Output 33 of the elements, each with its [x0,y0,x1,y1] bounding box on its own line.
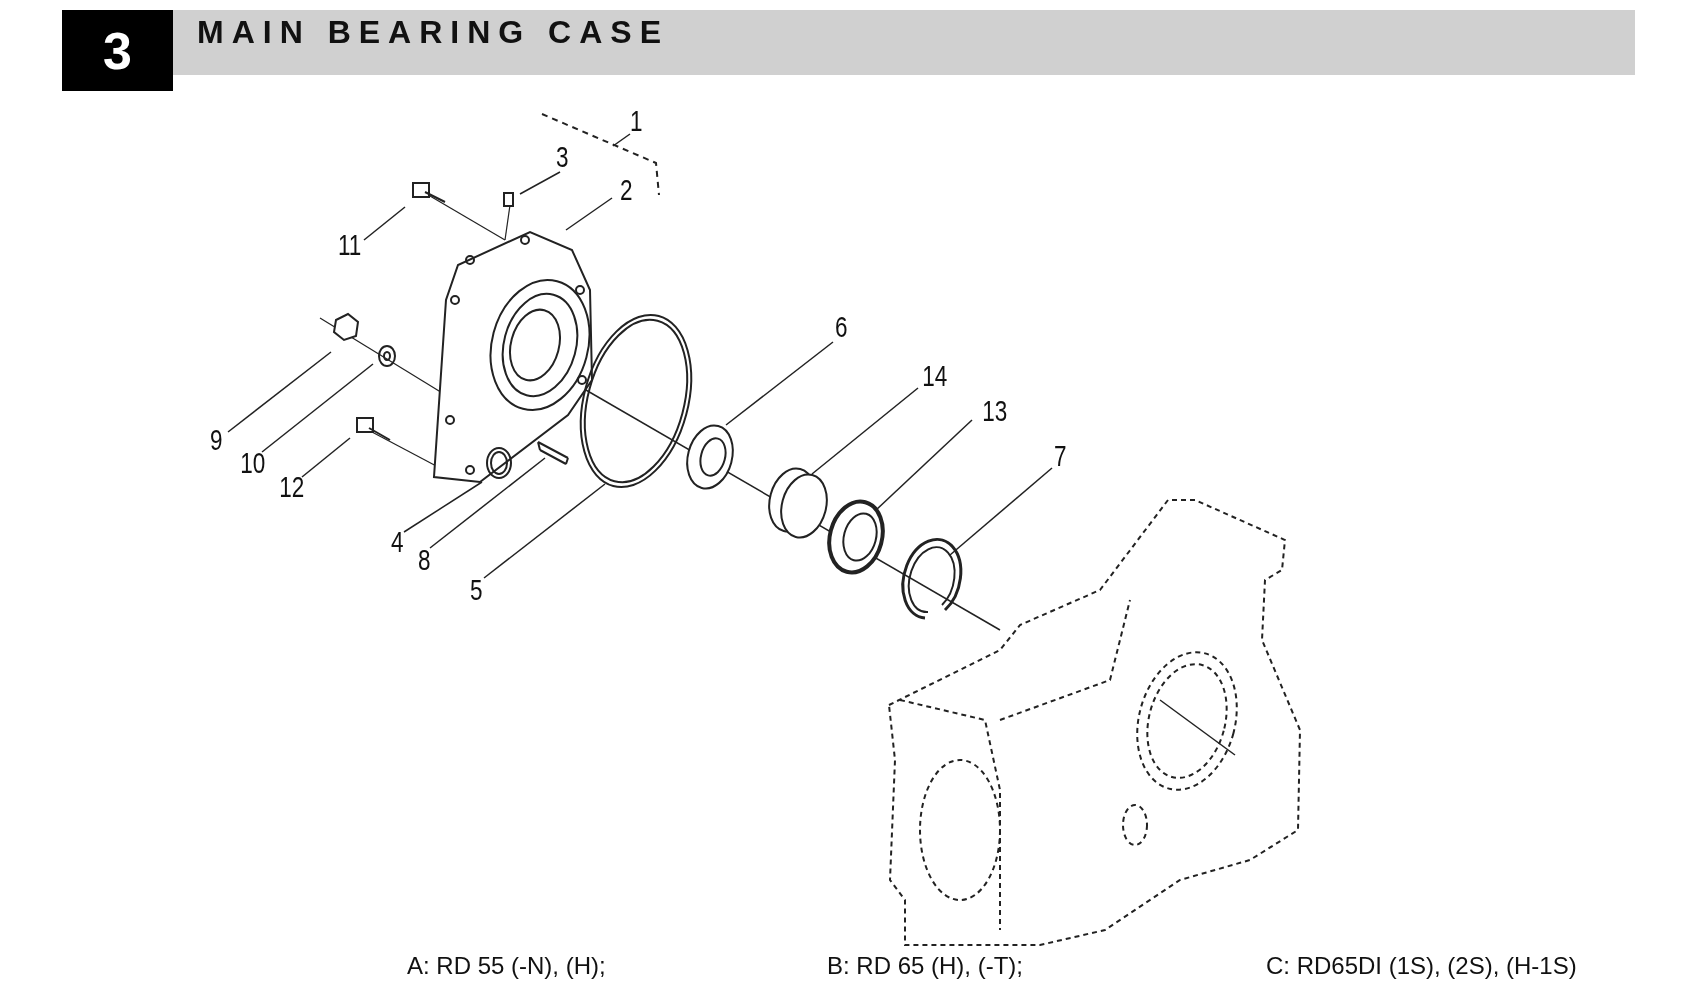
leader-line [429,457,546,549]
leader-line [261,363,374,453]
callout-number: 3 [556,142,569,172]
callout-number: 8 [418,545,431,575]
leader-line [565,197,613,231]
model-note: B: RD 65 (H), (-T); [827,952,1023,980]
callout-number: 12 [279,472,305,502]
callout-number: 2 [620,175,633,205]
callout-number: 4 [391,527,404,557]
callout-number: 14 [922,361,948,391]
callout-number: 9 [210,425,223,455]
callout-number: 10 [240,448,266,478]
callout-number: 7 [1054,441,1067,471]
leader-line [612,133,631,147]
model-note: A: RD 55 (-N), (H); [407,952,606,980]
callout-number: 6 [835,312,848,342]
callout-number: 1 [630,106,643,136]
leader-line [301,437,351,478]
leader-line [403,481,483,533]
leader-line [725,341,834,426]
callout-number: 13 [982,396,1008,426]
section-number: 3 [62,10,173,91]
page-title: MAIN BEARING CASE [197,14,669,51]
leader-line [227,351,332,433]
callout-number: 5 [470,575,483,605]
leader-line [519,171,561,195]
leader-line [875,419,973,511]
leader-line [483,483,606,579]
callout-number: 11 [337,230,362,260]
model-note: C: RD65DI (1S), (2S), (H-1S) [1266,952,1577,980]
leader-line [811,387,919,475]
leader-line [363,206,406,241]
leader-line [949,467,1053,556]
